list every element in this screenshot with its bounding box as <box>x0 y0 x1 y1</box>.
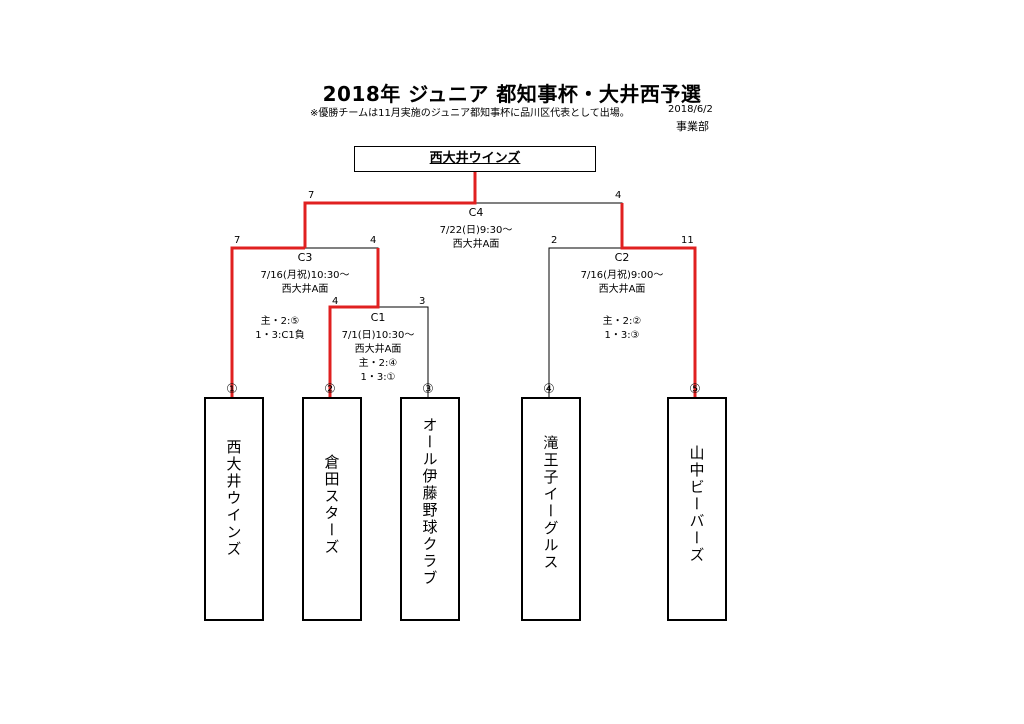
c2-score-right: 11 <box>681 235 694 246</box>
c4-score-right: 4 <box>615 190 622 201</box>
c3-match-venue: 西大井A面 <box>281 284 329 295</box>
c2-left-branch <box>548 247 622 397</box>
champion-name: 西大井ウインズ <box>429 151 521 166</box>
c4-score-left: 7 <box>308 190 315 201</box>
c1-right-branch <box>378 306 429 397</box>
seed-number: ① <box>226 382 238 397</box>
team-name: 山中ビーバーズ <box>687 445 706 564</box>
c2-score-left: 2 <box>551 235 558 246</box>
c2-umpire-main: 主・2:② <box>602 316 642 327</box>
c1-umpire-main: 主・2:④ <box>358 358 398 369</box>
c4-match-date: 7/22(日)9:30〜 <box>439 225 513 236</box>
qualification-note: ※優勝チームは11月実施のジュニア都知事杯に品川区代表として出場。 <box>310 108 630 119</box>
team-name: 西大井ウインズ <box>224 439 243 558</box>
seed-number: ② <box>324 382 336 397</box>
team-box-2: 倉田スターズ <box>302 397 362 621</box>
c3-score-right: 4 <box>370 235 377 246</box>
team-box-3: オール伊藤野球クラブ <box>400 397 460 621</box>
c1-winner-path <box>328 248 380 397</box>
c4-match-label: C4 <box>468 206 484 219</box>
seed-number: ④ <box>543 382 555 397</box>
seed-number: ③ <box>422 382 434 397</box>
c2-match-label: C2 <box>614 251 630 264</box>
c1-match-venue: 西大井A面 <box>354 344 402 355</box>
c3-winner-path <box>230 246 305 397</box>
c3-match-date: 7/16(月祝)10:30〜 <box>260 270 350 281</box>
c2-match-date: 7/16(月祝)9:00〜 <box>580 270 664 281</box>
c3-score-left: 7 <box>234 235 241 246</box>
team-box-1: 西大井ウインズ <box>204 397 264 621</box>
c1-match-date: 7/1(日)10:30〜 <box>341 330 415 341</box>
c3-umpire-main: 主・2:⑤ <box>260 316 300 327</box>
seed-number: ⑤ <box>689 382 701 397</box>
team-name: 滝王子イーグルス <box>541 435 560 571</box>
champion-box: 西大井ウインズ <box>354 146 596 172</box>
c2-umpire-base: 1・3:③ <box>604 330 640 341</box>
c1-match-label: C1 <box>370 311 386 324</box>
team-box-5: 山中ビーバーズ <box>667 397 727 621</box>
team-name: 倉田スターズ <box>322 454 341 556</box>
c1-umpire-base: 1・3:① <box>360 372 396 383</box>
c2-match-venue: 西大井A面 <box>598 284 646 295</box>
c1-score-right: 3 <box>419 296 426 307</box>
department-label: 事業部 <box>676 120 709 133</box>
c2-winner-path <box>620 203 697 397</box>
c3-umpire-base: 1・3:C1負 <box>255 330 305 341</box>
c4-match-venue: 西大井A面 <box>452 239 500 250</box>
c3-match-label: C3 <box>297 251 313 264</box>
document-date: 2018/6/2 <box>668 104 713 115</box>
team-name: オール伊藤野球クラブ <box>420 417 439 587</box>
c1-score-left: 4 <box>332 296 339 307</box>
page-title: 2018年 ジュニア 都知事杯・大井西予選 <box>322 82 702 106</box>
c4-winner-path <box>303 172 477 248</box>
team-box-4: 滝王子イーグルス <box>521 397 581 621</box>
